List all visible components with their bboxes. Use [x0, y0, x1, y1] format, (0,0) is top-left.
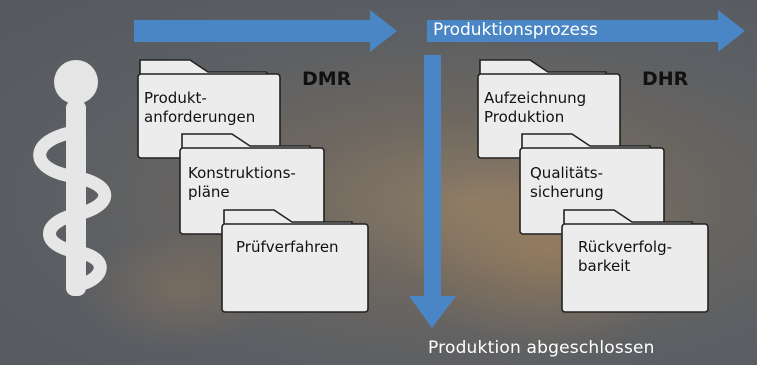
dhr-title: DHR	[642, 68, 689, 90]
dmr-folder-1-label: Produkt- anforderungen	[144, 89, 255, 127]
dmr-folder-2-label: Konstruktions- pläne	[188, 164, 296, 202]
dmr-folder-2	[179, 133, 325, 235]
dmr-folder-3-line1: Prüfverfahren	[236, 238, 339, 256]
process-label: Produktionsprozess	[433, 20, 598, 40]
dhr-folder-1-label: Aufzeichnung Produktion	[484, 89, 586, 127]
dhr-folder-2	[519, 133, 665, 235]
dhr-folder-2-label: Qualitäts- sicherung	[530, 164, 604, 202]
production-finished-label: Produktion abgeschlossen	[428, 338, 655, 358]
dhr-folder-1-line1: Aufzeichnung	[484, 89, 587, 107]
asclepius-symbol-icon	[33, 60, 112, 296]
dmr-folder-1	[137, 59, 281, 159]
process-arrow-right	[427, 10, 745, 52]
dmr-title: DMR	[302, 68, 352, 90]
dhr-folder-2-line1: Qualitäts-	[530, 164, 604, 182]
dhr-folder-3-line1: Rückverfolg-	[578, 238, 673, 256]
dmr-folder-2-line2: pläne	[188, 183, 230, 201]
dhr-folder-3-line2: barkeit	[578, 257, 631, 275]
dhr-folder-3-label: Rückverfolg- barkeit	[578, 238, 672, 276]
dmr-folder-1-line1: Produkt-	[144, 89, 207, 107]
dmr-folder-1-line2: anforderungen	[144, 108, 256, 126]
dhr-folder-3	[561, 209, 709, 313]
dmr-folder-2-line1: Konstruktions-	[188, 164, 296, 182]
dmr-folder-3	[221, 209, 369, 313]
dhr-folder-1-line2: Produktion	[484, 108, 565, 126]
process-arrow-left	[134, 10, 397, 52]
dmr-folder-3-label: Prüfverfahren	[236, 238, 339, 257]
dhr-folder-2-line2: sicherung	[530, 183, 604, 201]
production-down-arrow	[409, 55, 456, 328]
